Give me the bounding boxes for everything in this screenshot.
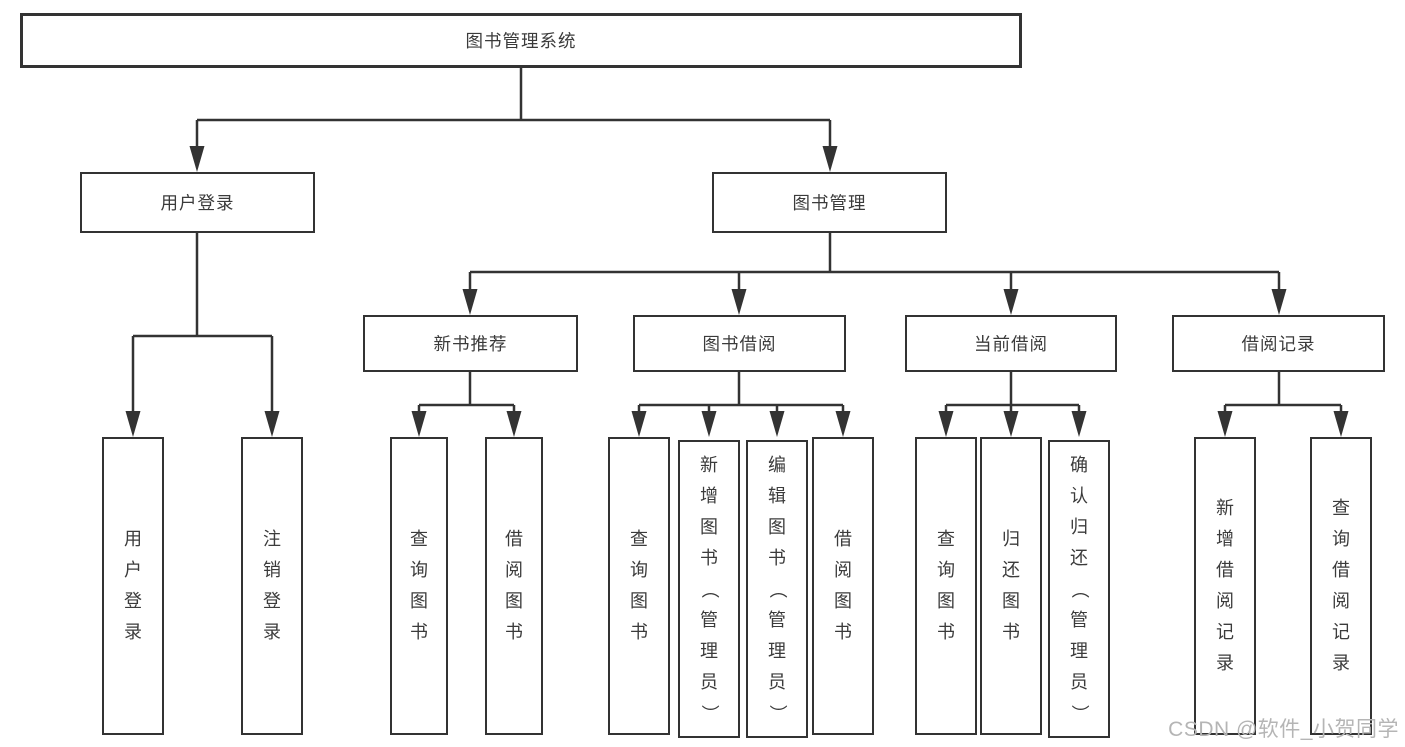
- node-book-management: 图书管理: [712, 172, 947, 233]
- node-book-borrowing: 图书借阅: [633, 315, 846, 372]
- arrowhead: [462, 289, 478, 315]
- arrowhead: [938, 411, 954, 437]
- arrowhead: [411, 411, 427, 437]
- leaf-add-borrow-record: 新增借阅记录: [1194, 437, 1256, 735]
- leaf-query-borrow-record: 查询借阅记录: [1310, 437, 1372, 735]
- leaf-borrow-books-2: 借阅图书: [812, 437, 874, 735]
- arrowhead: [835, 411, 851, 437]
- arrowhead: [1333, 411, 1349, 437]
- arrowhead: [631, 411, 647, 437]
- leaf-query-books-2: 查询图书: [608, 437, 670, 735]
- arrowhead: [506, 411, 522, 437]
- node-borrowing-records: 借阅记录: [1172, 315, 1385, 372]
- leaf-query-books: 查询图书: [390, 437, 448, 735]
- arrowhead: [1071, 411, 1087, 437]
- leaf-borrow-books: 借阅图书: [485, 437, 543, 735]
- leaf-logout: 注销登录: [241, 437, 303, 735]
- leaf-add-book-admin: 新增图书（管理员）: [678, 440, 740, 738]
- leaf-edit-book-admin: 编辑图书（管理员）: [746, 440, 808, 738]
- arrowhead: [701, 411, 717, 437]
- arrowhead: [1003, 289, 1019, 315]
- leaf-return-books: 归还图书: [980, 437, 1042, 735]
- arrowhead: [125, 411, 141, 437]
- node-user-login: 用户登录: [80, 172, 315, 233]
- leaf-confirm-return-admin: 确认归还（管理员）: [1048, 440, 1110, 738]
- arrowhead: [822, 146, 838, 172]
- arrowhead: [1217, 411, 1233, 437]
- node-library-management-system: 图书管理系统: [20, 13, 1022, 68]
- arrowhead: [264, 411, 280, 437]
- arrowhead: [769, 411, 785, 437]
- node-new-book-recommendation: 新书推荐: [363, 315, 578, 372]
- leaf-user-login: 用户登录: [102, 437, 164, 735]
- csdn-watermark: CSDN @软件_小贺同学: [1168, 718, 1399, 741]
- arrowhead: [731, 289, 747, 315]
- arrowhead: [1003, 411, 1019, 437]
- arrowhead: [189, 146, 205, 172]
- node-current-borrowing: 当前借阅: [905, 315, 1117, 372]
- arrowhead: [1271, 289, 1287, 315]
- leaf-query-books-3: 查询图书: [915, 437, 977, 735]
